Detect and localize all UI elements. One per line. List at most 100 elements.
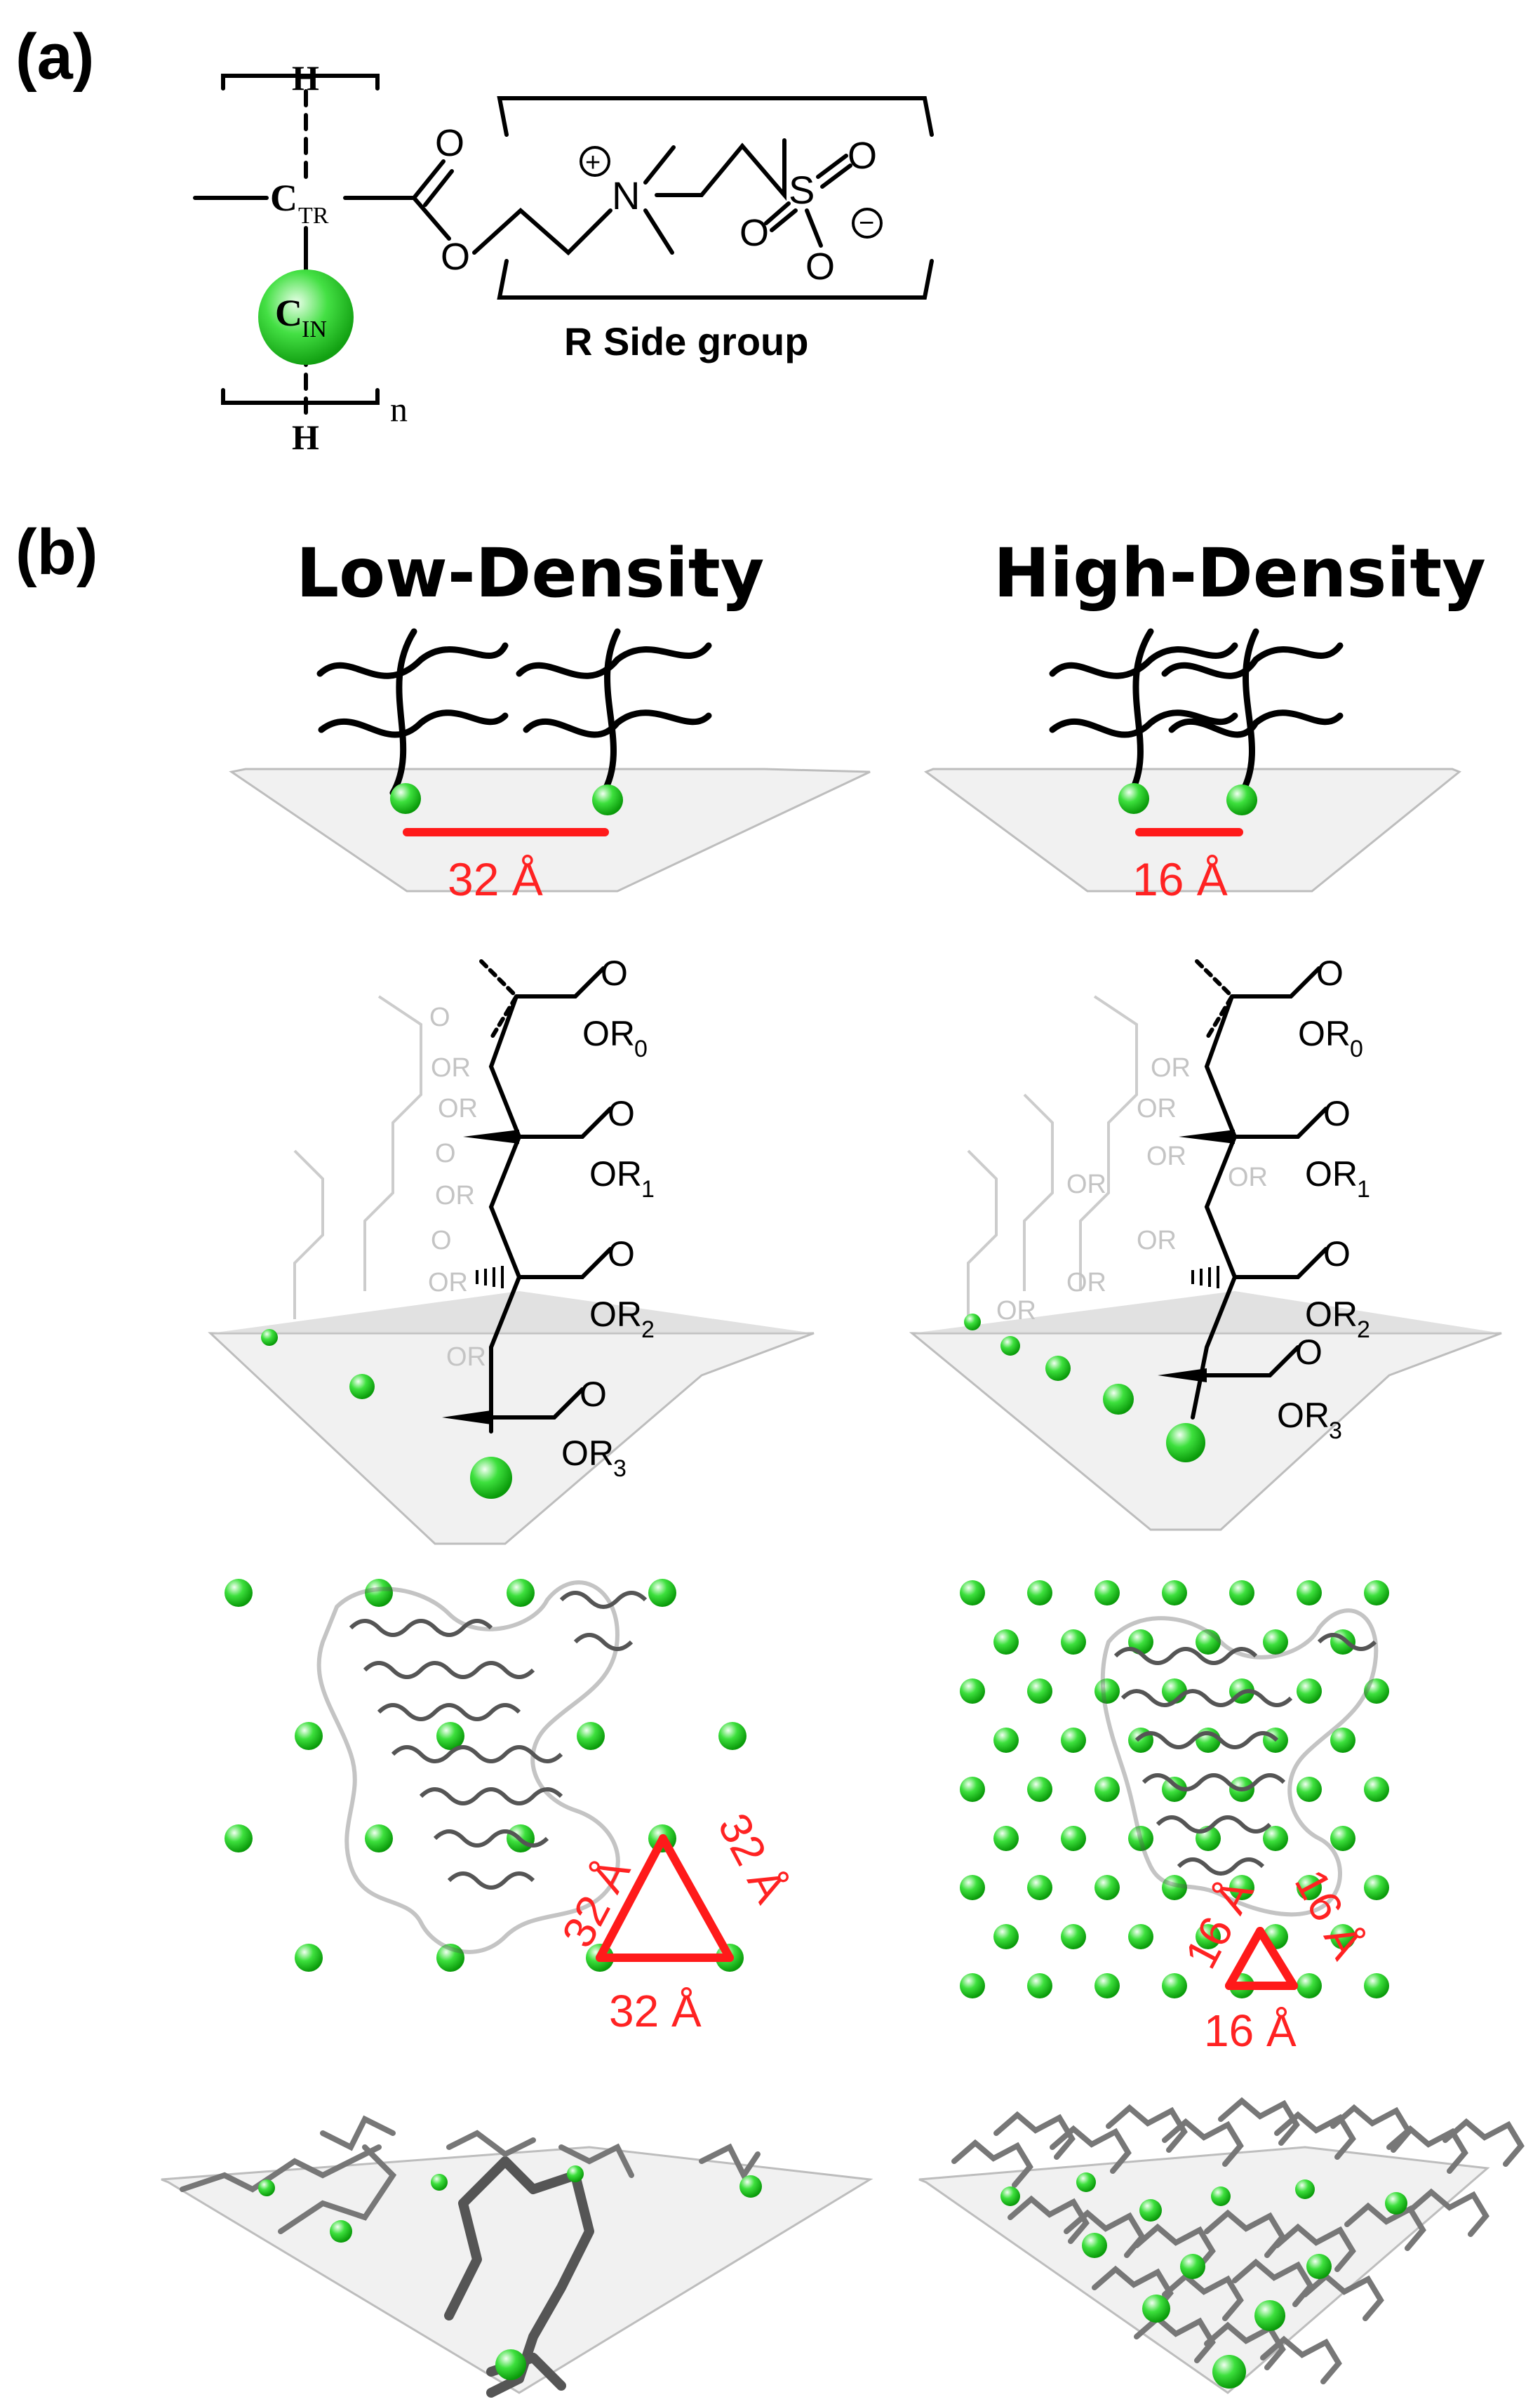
atom-c-in-sub: IN — [302, 316, 327, 342]
s-o-bottom-bond — [805, 208, 823, 248]
snap-high-anchor2 — [1076, 2172, 1096, 2192]
protein-high — [1100, 1608, 1379, 1917]
anchor-bead-low-13 — [436, 1944, 464, 1972]
anchor-bead-low-4 — [295, 1722, 323, 1750]
anchor-bead-high-1 — [1027, 1580, 1052, 1605]
chain-arm-hr1 — [1161, 642, 1344, 679]
ghost-chain-h1 — [1079, 995, 1138, 1291]
triangle-high-label-bottom: 16 Å — [1204, 2005, 1297, 2056]
polymer-strand-high-9 — [1442, 2118, 1525, 2167]
snap-high-anchor4 — [1211, 2186, 1231, 2206]
anchor-bead-low-12 — [295, 1944, 323, 1972]
snap-high-anchor3 — [1139, 2199, 1162, 2222]
chain-seg-3 — [489, 1387, 584, 1420]
chain-stem-hl — [1127, 628, 1154, 796]
anchor-bead-high-27 — [1027, 1777, 1052, 1802]
ghost-chain-h3 — [967, 1149, 998, 1319]
polymer-strand-high-3 — [1106, 2104, 1188, 2153]
snap-high-anchor1 — [1000, 2186, 1020, 2206]
polymer-low-arm5 — [558, 2143, 634, 2178]
chain-o-1: O — [608, 1094, 635, 1133]
schematic-high: 16 Å — [923, 628, 1461, 905]
hash-wedge-2 — [476, 1266, 504, 1288]
side-group-label: R Side group — [564, 319, 808, 363]
wedge-3 — [442, 1410, 491, 1424]
atom-sulfur: S — [789, 168, 815, 212]
repeat-unit-n: n — [390, 389, 408, 429]
anchor-bead-high-41 — [1094, 1875, 1120, 1900]
chain-or-3-sub: 3 — [613, 1455, 627, 1482]
anchor-hl — [1118, 783, 1149, 814]
chain-seg-h3 — [1205, 1345, 1300, 1377]
anchor-bead-high-18 — [1297, 1678, 1322, 1704]
ghost-label-4: O — [435, 1139, 456, 1168]
polymer-low-arm3 — [320, 2115, 396, 2151]
triangle-low-left — [596, 1834, 667, 1962]
anchor-bead-high-28 — [1094, 1777, 1120, 1802]
chain-or-h2-sub: 2 — [1357, 1316, 1370, 1343]
ghost-label-h4: OR — [1066, 1170, 1106, 1199]
polymer-strand-high-15 — [1344, 2202, 1426, 2251]
ghost-chain-2 — [293, 1149, 324, 1319]
polymer-strand-high-22 — [1204, 2321, 1286, 2370]
atom-s-o-left: O — [739, 212, 769, 254]
chain-seg-0 — [514, 966, 605, 999]
anchor-bead-high-48 — [1128, 1924, 1153, 1949]
anchor-low-2a — [261, 1329, 278, 1346]
chain-arm-hl1 — [1049, 642, 1238, 679]
anchor-bead-high-47 — [1061, 1924, 1086, 1949]
chain-o-0: O — [601, 954, 628, 993]
anchor-bead-high-15 — [1094, 1678, 1120, 1704]
ghost-label-h5: OR — [1228, 1163, 1268, 1192]
spacing-label-high: 16 Å — [1132, 853, 1228, 905]
hash-wedge-h2 — [1191, 1266, 1219, 1288]
chain-arm-r2 — [523, 709, 712, 738]
anchor-bead-high-37 — [1263, 1826, 1288, 1851]
polymer-strand-high-23 — [1260, 2335, 1342, 2384]
anchor-bead-low-8 — [225, 1824, 253, 1852]
atom-c-in: C — [275, 292, 302, 334]
anchor-bead-high-44 — [1297, 1875, 1322, 1900]
polymer-strand-high-10 — [1007, 2195, 1090, 2244]
ghost-label-1: O — [429, 1003, 450, 1032]
s-o-top-double — [820, 163, 852, 189]
triangle-low-label-bottom: 32 Å — [609, 1986, 702, 2036]
polymer-strand-high-1 — [993, 2111, 1076, 2160]
main-backbone-low — [488, 994, 522, 1434]
atom-s-o-bottom: O — [805, 246, 835, 288]
chain-o-h0: O — [1316, 954, 1344, 993]
propyl-chain — [655, 138, 786, 201]
anchor-bead-high-40 — [1027, 1875, 1052, 1900]
anchor-bead-high-51 — [1330, 1924, 1355, 1949]
atom-h-bottom: H — [292, 418, 319, 457]
ghost-label-3: OR — [438, 1094, 478, 1123]
chain-seg-2 — [517, 1247, 612, 1279]
chain-arm-hl2 — [1049, 709, 1238, 738]
polymer-high-network — [951, 2097, 1525, 2384]
side-group-top-bracket — [497, 96, 934, 137]
anchor-bead-high-46 — [993, 1924, 1019, 1949]
snap-low-anchor4 — [567, 2165, 584, 2182]
triangle-high-right — [1256, 1927, 1298, 1990]
chain-or-h3-sub: 3 — [1329, 1417, 1342, 1444]
schematic-low: 32 Å — [229, 628, 871, 905]
anchor-bead-high-26 — [960, 1777, 985, 1802]
top-bracket — [221, 74, 380, 91]
anchor-bead-high-31 — [1297, 1777, 1322, 1802]
atom-c-tr-sub: TR — [298, 203, 329, 229]
chain-or-2-sub: 2 — [641, 1316, 655, 1343]
ethyl-linker — [472, 207, 612, 256]
anchor-bead-low-1 — [365, 1579, 393, 1607]
anchor-high-2d — [1103, 1384, 1134, 1415]
atom-ester-o: O — [441, 236, 470, 278]
chain-structure-high: OR OR OR OR OR OR OR OR O OR 0 O OR 1 O … — [909, 954, 1502, 1531]
triangle-high-left — [1225, 1927, 1264, 1990]
polymer-low-arm1 — [180, 2144, 382, 2193]
chain-end-dashes-h — [1195, 959, 1235, 1041]
chain-or-h0: OR — [1298, 1014, 1351, 1053]
ghost-chain-h2 — [1023, 1093, 1054, 1291]
carbonyl-bond — [412, 159, 446, 200]
snap-high-anchor10 — [1142, 2295, 1170, 2323]
anchor-bead-high-13 — [960, 1678, 985, 1704]
